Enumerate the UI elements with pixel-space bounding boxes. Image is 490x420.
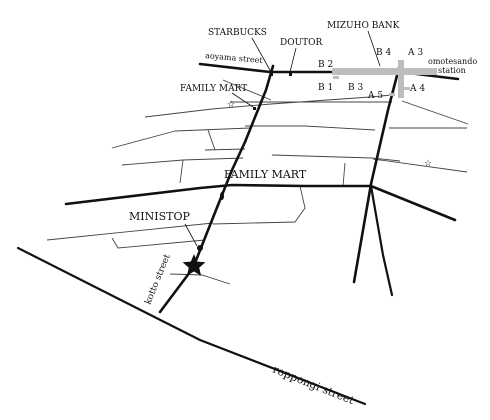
doutor-leader	[289, 47, 297, 73]
minor-street	[174, 127, 251, 132]
cross-street-road	[64, 183, 457, 222]
exit-b2-marker	[333, 76, 339, 79]
minor-street	[207, 129, 216, 151]
minor-street	[46, 222, 214, 241]
starbucks-label: STARBUCKS	[208, 28, 267, 38]
kotto-street-road	[158, 64, 275, 314]
starbucks-marker	[270, 73, 273, 76]
minor-street	[179, 159, 184, 184]
minor-street	[144, 94, 393, 118]
roppongi-street-road	[16, 246, 367, 406]
exit-a4-marker	[404, 87, 410, 90]
minor-street	[212, 185, 306, 225]
station-name-label: omotesando	[428, 57, 477, 66]
minor-street	[111, 237, 206, 249]
exit-a3-label: A 3	[407, 48, 423, 58]
exit-b4-label: B 4	[376, 48, 391, 58]
station-exit-vertical	[398, 60, 404, 98]
station-area	[332, 60, 437, 98]
exit-a5-marker	[389, 93, 395, 96]
minor-street	[169, 273, 231, 285]
aoyama-street-label: aoyama street	[205, 51, 264, 65]
family-mart-marker	[253, 107, 256, 110]
police-box-icon: ☆	[424, 159, 432, 169]
starbucks-leader	[251, 37, 272, 73]
minor-street	[372, 158, 468, 173]
mizuho-bank-label: MIZUHO BANK	[327, 21, 400, 31]
family-mart-marker	[220, 192, 224, 200]
kotto-street-label: kotto street	[144, 253, 173, 306]
exit-a5-label: A 5	[367, 91, 383, 101]
minor-streets	[46, 79, 469, 285]
family-mart-leader	[231, 92, 254, 108]
mizuho-leader	[367, 30, 381, 67]
ministop-leader	[184, 223, 198, 247]
ministop-marker	[197, 245, 203, 251]
minor-street	[111, 130, 176, 149]
minor-street	[342, 162, 346, 187]
family-mart-label-2: FAMILY MART	[224, 168, 307, 181]
exit-a4-label: A 4	[409, 84, 425, 94]
police-box-icon: ☆	[227, 100, 235, 110]
station-platform	[332, 68, 437, 75]
station-name-label-2: station	[438, 66, 466, 75]
minor-street	[204, 148, 246, 151]
diagonal-street-road	[352, 62, 402, 284]
leader-lines	[184, 30, 381, 247]
branch-street-road	[369, 184, 394, 297]
minor-street	[245, 125, 376, 131]
landmark-markers	[197, 73, 292, 251]
roppongi-street-label: roppongi street	[271, 363, 357, 408]
family-mart-label-1: FAMILY MART	[180, 84, 247, 94]
exit-b2-label: B 2	[318, 60, 333, 70]
doutor-marker	[289, 73, 292, 76]
exit-b3-label: B 3	[348, 83, 363, 93]
ministop-label: MINISTOP	[129, 210, 190, 223]
exit-b1-label: B 1	[318, 83, 333, 93]
minor-street	[401, 100, 469, 125]
major-streets	[16, 62, 460, 406]
star-icon[interactable]	[182, 254, 206, 276]
minor-street	[271, 154, 401, 162]
doutor-label: DOUTOR	[280, 38, 323, 48]
